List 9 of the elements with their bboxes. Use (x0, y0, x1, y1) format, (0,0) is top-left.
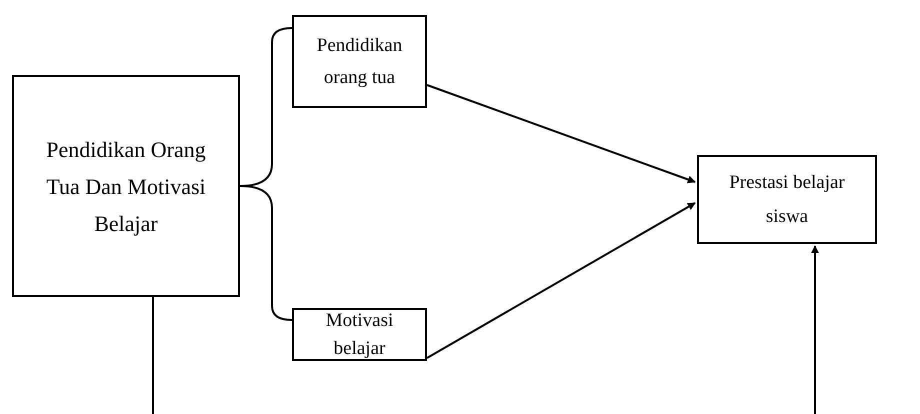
process-box: Pendidikan Orang Tua Dan Motivasi Belajar (12, 75, 240, 297)
process-box: Pendidikan orang tua (292, 15, 427, 108)
arrow (811, 245, 819, 414)
arrow (426, 84, 696, 184)
connector-line (240, 185, 292, 321)
process-box: Motivasi belajar (292, 308, 427, 361)
process-box: Prestasi belajar siswa (697, 155, 877, 244)
arrow (426, 202, 696, 359)
connector-line (152, 297, 154, 414)
